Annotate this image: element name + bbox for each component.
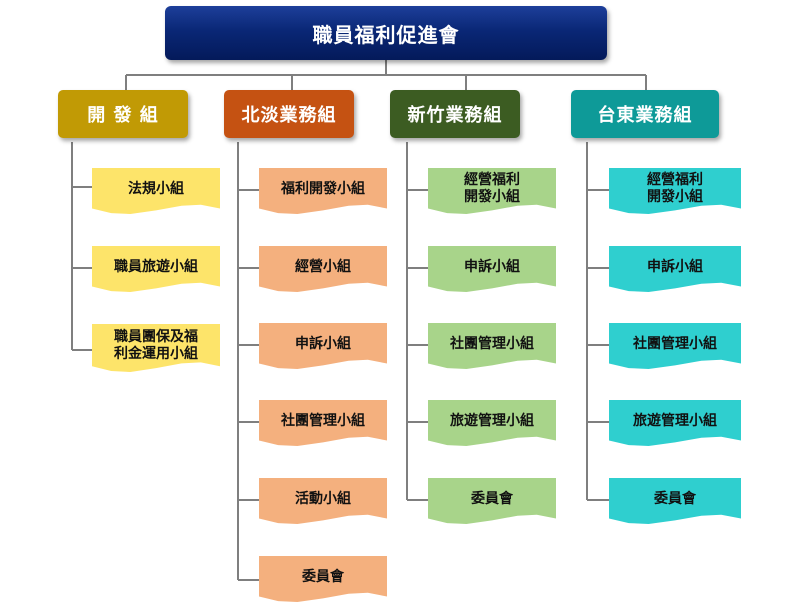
team-node: 委員會 xyxy=(259,556,387,602)
team-node: 社團管理小組 xyxy=(259,400,387,446)
team-node: 經營福利 開發小組 xyxy=(428,168,556,214)
dept-hsinchu: 新竹業務組 xyxy=(390,90,520,138)
dept-beidan: 北淡業務組 xyxy=(224,90,354,138)
dept-development: 開 發 組 xyxy=(58,90,188,138)
team-node: 社團管理小組 xyxy=(609,323,741,369)
dept-taitung: 台東業務組 xyxy=(571,90,719,138)
team-node: 委員會 xyxy=(609,478,741,524)
team-node: 法規小組 xyxy=(92,168,220,214)
root-node: 職員福利促進會 xyxy=(165,6,607,60)
